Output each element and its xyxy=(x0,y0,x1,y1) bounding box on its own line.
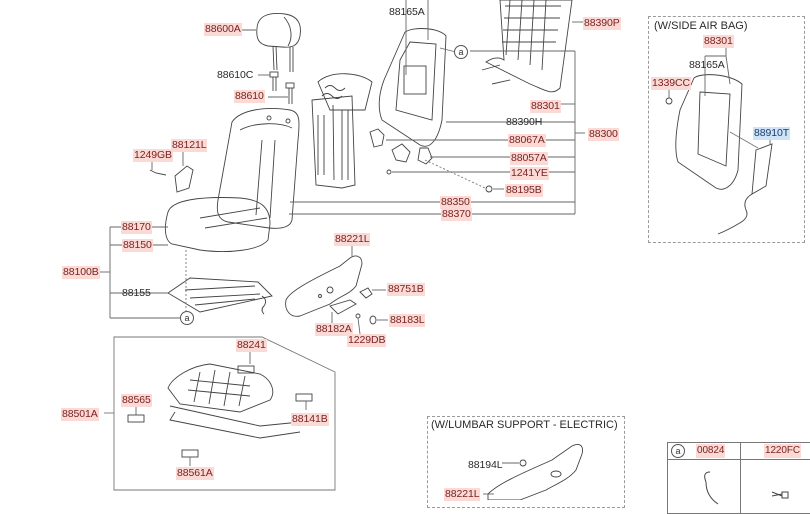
part-label-1249gb[interactable]: 1249GB xyxy=(133,149,173,162)
part-label-88600a[interactable]: 88600A xyxy=(204,23,242,36)
part-label-88561a[interactable]: 88561A xyxy=(176,467,214,480)
part-label-88610[interactable]: 88610 xyxy=(234,90,265,103)
part-label-1339cc[interactable]: 1339CC xyxy=(651,77,691,90)
legend-col-1220fc[interactable]: 1220FC xyxy=(764,444,801,458)
part-label-88390p[interactable]: 88390P xyxy=(583,17,621,30)
cushion-heater-part xyxy=(110,250,273,315)
seat-back-board-part xyxy=(470,0,584,93)
seat-back-pad-part xyxy=(311,73,373,189)
part-label-88910t[interactable]: 88910T xyxy=(753,127,791,140)
part-label-airbag-88165a[interactable]: 88165A xyxy=(689,59,725,71)
part-label-1229db[interactable]: 1229DB xyxy=(347,334,387,347)
part-label-88194l[interactable]: 88194L xyxy=(468,459,503,471)
part-label-88501a[interactable]: 88501A xyxy=(61,408,99,421)
headrest-part xyxy=(230,13,301,104)
part-label-88141b[interactable]: 88141B xyxy=(291,413,329,426)
side-airbag-option-title: (W/SIDE AIR BAG) xyxy=(654,20,748,32)
seat-track-box xyxy=(104,336,336,491)
part-label-88150[interactable]: 88150 xyxy=(122,239,153,252)
part-label-88121l[interactable]: 88121L xyxy=(171,139,208,152)
part-label-88390h[interactable]: 88390H xyxy=(506,116,543,128)
side-shield-part xyxy=(285,245,388,335)
side-bracket-part xyxy=(149,152,194,193)
part-label-88370[interactable]: 88370 xyxy=(441,208,472,221)
parts-diagram xyxy=(100,0,773,500)
part-label-1241ye[interactable]: 1241YE xyxy=(510,167,549,180)
legend-part-icons xyxy=(704,471,789,505)
seat-back-frame-part xyxy=(378,0,575,147)
part-label-88195b[interactable]: 88195B xyxy=(505,184,543,197)
part-label-88565[interactable]: 88565 xyxy=(121,394,152,407)
part-label-88221l[interactable]: 88221L xyxy=(334,233,371,246)
ref-marker-a-cushion: a xyxy=(180,311,194,325)
seat-track-part xyxy=(127,350,313,466)
part-label-88100b[interactable]: 88100B xyxy=(62,266,100,279)
reference-legend-table: a 00824 1220FC xyxy=(667,442,810,514)
airbag-frame-part xyxy=(665,48,773,235)
part-label-lumbar-88221l[interactable]: 88221L xyxy=(444,488,481,501)
bracket-lines xyxy=(560,51,585,214)
part-label-88610c[interactable]: 88610C xyxy=(217,69,254,81)
part-label-88155[interactable]: 88155 xyxy=(122,287,151,299)
part-label-88751b[interactable]: 88751B xyxy=(387,283,425,296)
part-label-88241[interactable]: 88241 xyxy=(236,339,267,352)
lumbar-option-title: (W/LUMBAR SUPPORT - ELECTRIC) xyxy=(431,419,618,431)
part-label-airbag-88301[interactable]: 88301 xyxy=(703,35,734,48)
part-label-88301[interactable]: 88301 xyxy=(530,100,561,113)
ref-marker-a-back: a xyxy=(454,45,468,59)
legend-col-00824[interactable]: 00824 xyxy=(696,444,726,458)
cushion-bracket-lines xyxy=(100,227,180,319)
lumbar-shield-part xyxy=(483,443,583,500)
seat-back-cover-part xyxy=(216,108,575,229)
side-airbag-option-box xyxy=(648,16,805,243)
part-label-88170[interactable]: 88170 xyxy=(121,221,152,234)
part-label-88350[interactable]: 88350 xyxy=(440,196,471,209)
part-label-88067a[interactable]: 88067A xyxy=(508,134,546,147)
part-label-88183l[interactable]: 88183L xyxy=(389,314,426,327)
part-label-88165a[interactable]: 88165A xyxy=(389,6,425,18)
legend-marker-a: a xyxy=(671,444,685,458)
part-label-88057a[interactable]: 88057A xyxy=(510,152,548,165)
part-label-88300[interactable]: 88300 xyxy=(588,128,619,141)
part-label-88182a[interactable]: 88182A xyxy=(315,323,353,336)
